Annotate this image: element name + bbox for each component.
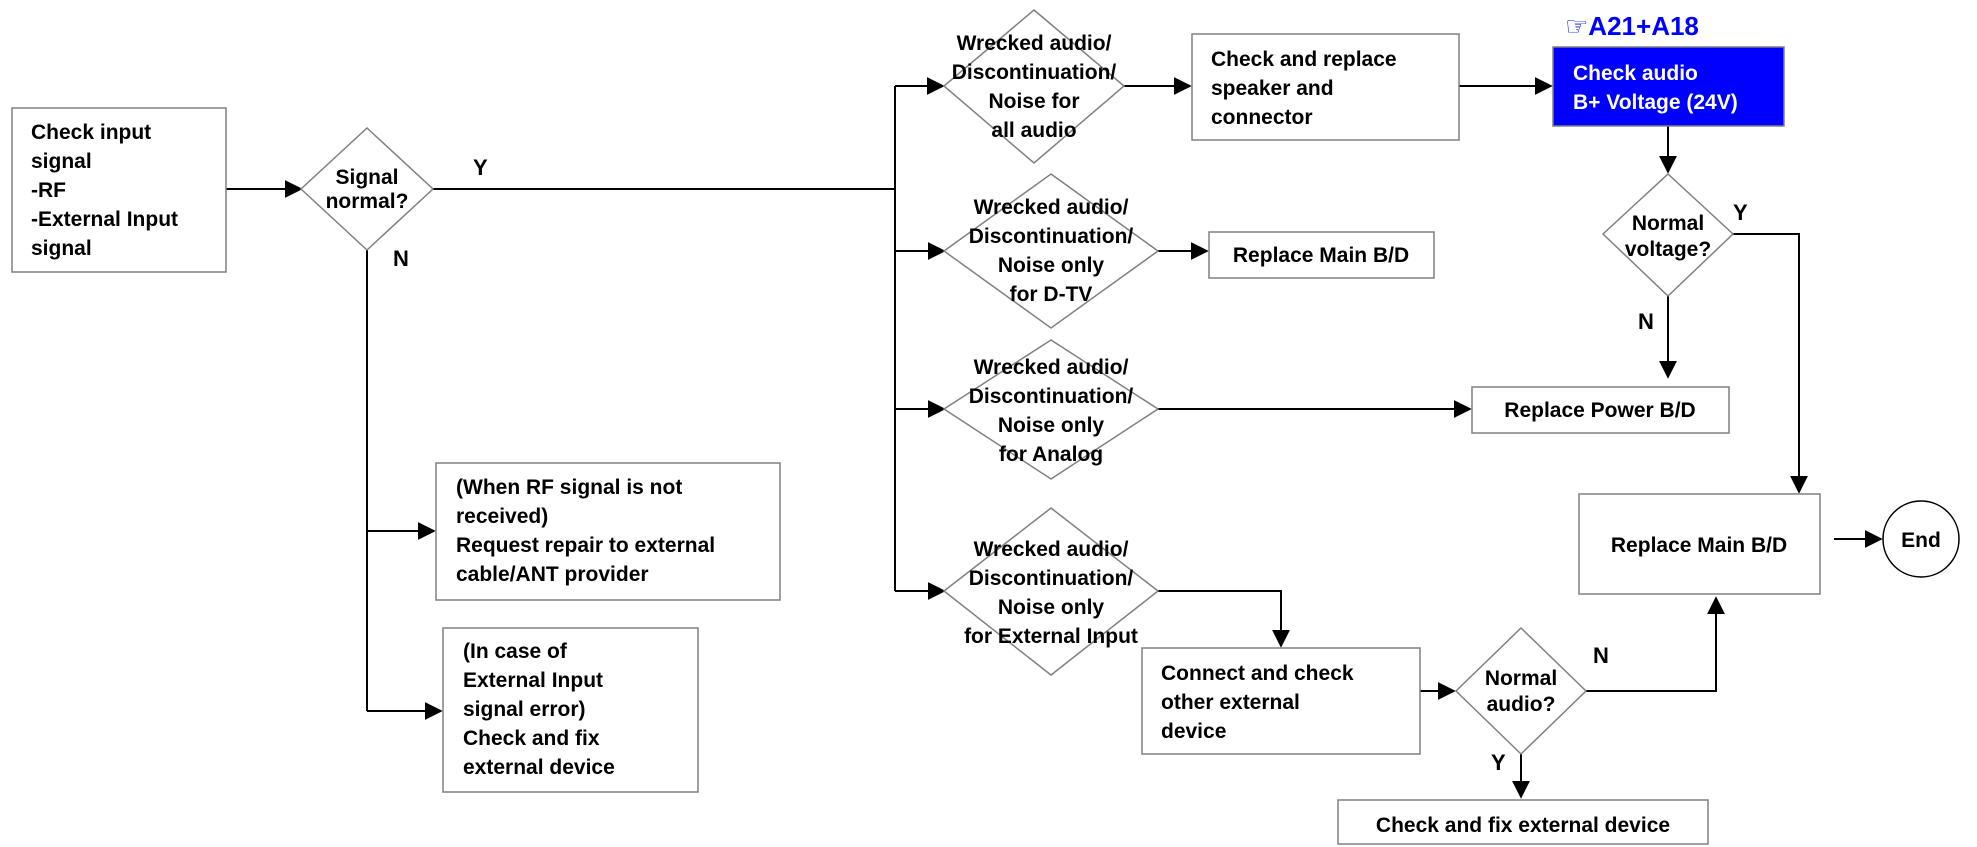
all-audio-line-4: all audio xyxy=(991,119,1076,142)
rf-line-1: (When RF signal is not xyxy=(456,476,682,499)
dtv-line-4: for D-TV xyxy=(1010,283,1093,306)
edge-ext-to-connect xyxy=(1158,590,1290,648)
voltage-line-1: Normal xyxy=(1632,212,1704,235)
terminal-end: End xyxy=(1882,500,1960,578)
voltage-line-2: voltage? xyxy=(1625,238,1711,261)
check-input-line-1: Check input xyxy=(31,121,151,144)
edge-audio-no xyxy=(1586,596,1725,692)
dtv-line-3: Noise only xyxy=(998,254,1105,277)
decision-normal-audio: Normal audio? xyxy=(1454,626,1588,756)
node-check-fix-ext: Check and fix external device xyxy=(1337,799,1709,845)
all-audio-line-3: Noise for xyxy=(988,90,1079,113)
node-check-audio-bplus: Check audio B+ Voltage (24V) xyxy=(1552,46,1785,127)
ext-error-line-4: Check and fix xyxy=(463,727,600,750)
decision-dtv-only: Wrecked audio/ Discontinuation/ Noise on… xyxy=(942,173,1160,329)
connectors xyxy=(226,77,1883,799)
check-input-line-2: signal xyxy=(31,150,92,173)
check-fix-ext-label: Check and fix external device xyxy=(1376,814,1670,837)
ext-error-line-2: External Input xyxy=(463,669,603,692)
rf-line-4: cable/ANT provider xyxy=(456,563,649,586)
node-replace-main-end: Replace Main B/D xyxy=(1578,493,1821,595)
label-voltage-no: N xyxy=(1638,309,1654,334)
ext-error-line-3: signal error) xyxy=(463,698,586,721)
audio-line-1: Normal xyxy=(1485,667,1557,690)
connect-line-2: other external xyxy=(1161,691,1300,714)
label-signal-yes: Y xyxy=(473,155,488,180)
replace-main-top-label: Replace Main B/D xyxy=(1233,244,1409,267)
speaker-line-3: connector xyxy=(1211,106,1313,129)
node-check-speaker: Check and replace speaker and connector xyxy=(1191,33,1460,141)
all-audio-line-1: Wrecked audio/ xyxy=(957,32,1112,55)
rf-line-3: Request repair to external xyxy=(456,534,715,557)
rf-line-2: received) xyxy=(456,505,548,528)
end-label: End xyxy=(1901,529,1941,552)
ext-error-line-1: (In case of xyxy=(463,640,568,663)
label-audio-yes: Y xyxy=(1491,750,1506,775)
decision-normal-voltage: Normal voltage? xyxy=(1601,172,1735,298)
decision-signal-normal: Signal normal? xyxy=(299,126,435,252)
all-audio-line-2: Discontinuation/ xyxy=(952,61,1117,84)
analog-line-3: Noise only xyxy=(998,414,1105,437)
connect-line-3: device xyxy=(1161,720,1226,743)
audio-line-2: audio? xyxy=(1487,693,1556,716)
ext-error-line-5: external device xyxy=(463,756,615,779)
reference-label: ☞A21+A18 xyxy=(1565,11,1699,41)
ext-only-line-2: Discontinuation/ xyxy=(969,567,1134,590)
analog-line-1: Wrecked audio/ xyxy=(974,356,1129,379)
replace-main-end-label: Replace Main B/D xyxy=(1611,534,1787,557)
bplus-line-2: B+ Voltage (24V) xyxy=(1573,91,1738,114)
node-connect-check-ext: Connect and check other external device xyxy=(1141,647,1421,755)
analog-line-2: Discontinuation/ xyxy=(969,385,1134,408)
replace-power-label: Replace Power B/D xyxy=(1504,399,1695,422)
label-signal-no: N xyxy=(393,246,409,271)
connect-line-1: Connect and check xyxy=(1161,662,1354,685)
signal-normal-line-2: normal? xyxy=(326,190,409,213)
decision-ext-input-only: Wrecked audio/ Discontinuation/ Noise on… xyxy=(942,507,1160,676)
node-replace-main-top: Replace Main B/D xyxy=(1208,231,1435,279)
bplus-line-1: Check audio xyxy=(1573,62,1698,85)
decision-all-audio: Wrecked audio/ Discontinuation/ Noise fo… xyxy=(942,9,1126,164)
node-check-input: Check input signal -RF -External Input s… xyxy=(11,107,227,273)
ext-only-line-4: for External Input xyxy=(964,625,1138,648)
label-audio-no: N xyxy=(1593,643,1609,668)
dtv-line-1: Wrecked audio/ xyxy=(974,196,1129,219)
speaker-line-1: Check and replace xyxy=(1211,48,1397,71)
analog-line-4: for Analog xyxy=(999,443,1103,466)
signal-normal-line-1: Signal xyxy=(335,166,398,189)
ext-only-line-1: Wrecked audio/ xyxy=(974,538,1129,561)
label-voltage-yes: Y xyxy=(1733,200,1748,225)
node-replace-power: Replace Power B/D xyxy=(1471,386,1730,434)
check-input-line-3: -RF xyxy=(31,179,66,202)
node-ext-input-error: (In case of External Input signal error)… xyxy=(442,627,699,793)
check-input-line-5: signal xyxy=(31,237,92,260)
edge-voltage-yes xyxy=(1733,233,1808,494)
node-rf-not-received: (When RF signal is not received) Request… xyxy=(435,462,781,601)
speaker-line-2: speaker and xyxy=(1211,77,1334,100)
dtv-line-2: Discontinuation/ xyxy=(969,225,1134,248)
decision-analog-only: Wrecked audio/ Discontinuation/ Noise on… xyxy=(942,339,1160,480)
check-input-line-4: -External Input xyxy=(31,208,178,231)
ext-only-line-3: Noise only xyxy=(998,596,1105,619)
